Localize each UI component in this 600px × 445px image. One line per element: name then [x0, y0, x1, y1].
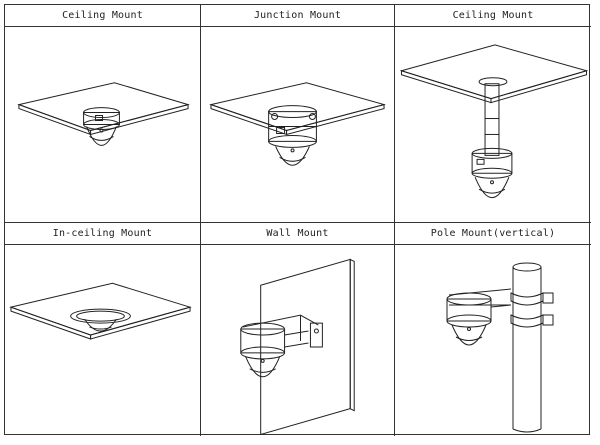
panel-label-pendant-ceiling-mount: Ceiling Mount — [395, 5, 591, 27]
panel-label-wall-mount: Wall Mount — [201, 223, 395, 245]
in-ceiling-mount-icon — [5, 245, 200, 436]
junction-mount-icon — [201, 27, 394, 222]
ceiling-mount-icon — [5, 27, 200, 222]
pole-mount-panel — [395, 245, 591, 436]
pole-mount-icon — [395, 245, 591, 436]
pendant-ceiling-mount-icon — [395, 27, 591, 222]
in-ceiling-mount-panel — [5, 245, 201, 436]
pendant-ceiling-mount-panel — [395, 27, 591, 223]
panel-label-ceiling-mount: Ceiling Mount — [5, 5, 201, 27]
mount-options-grid: Ceiling Mount Junction Mount Ceiling Mou… — [4, 4, 591, 436]
panel-label-junction-mount: Junction Mount — [201, 5, 395, 27]
junction-mount-panel — [201, 27, 395, 223]
ceiling-mount-panel — [5, 27, 201, 223]
panel-label-pole-mount: Pole Mount(vertical) — [395, 223, 591, 245]
panel-label-in-ceiling-mount: In-ceiling Mount — [5, 223, 201, 245]
wall-mount-panel — [201, 245, 395, 436]
wall-mount-icon — [201, 245, 394, 436]
